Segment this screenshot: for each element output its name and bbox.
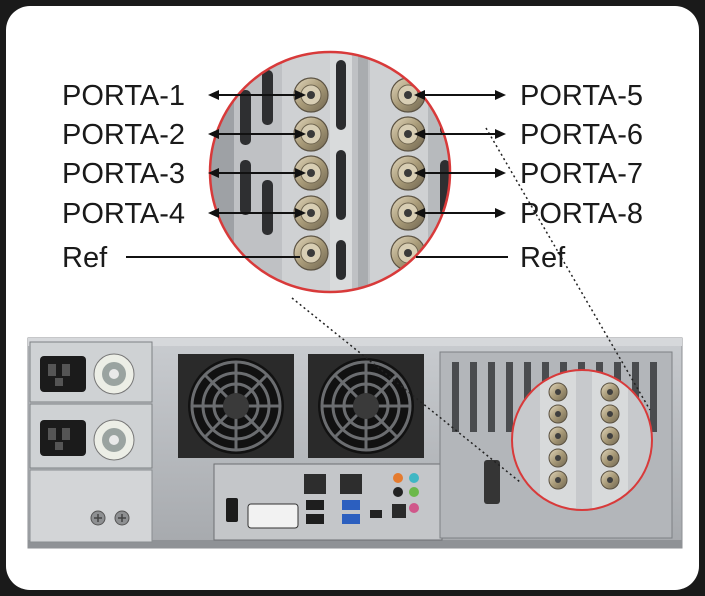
audio-jacks-icon (393, 473, 419, 513)
label-porta-5: PORTA-5 (520, 80, 643, 112)
serial-port-icon (484, 460, 500, 504)
left-port-labels: PORTA-1 PORTA-2 PORTA-3 PORTA-4 Ref (62, 80, 185, 274)
label-ref-right: Ref (520, 242, 566, 274)
usb3-port-icon (342, 500, 360, 510)
dvi-port-icon (247, 503, 299, 529)
usb-port-icon (370, 510, 382, 518)
small-highlight-circle (511, 369, 653, 511)
usb3-port-icon (342, 514, 360, 524)
power-supply-units (29, 341, 153, 543)
usb-port-icon (306, 500, 324, 510)
motherboard-io-panel (213, 463, 443, 541)
optical-port-icon (392, 504, 406, 518)
ethernet-port-icon (340, 474, 362, 494)
port-arrows (126, 90, 508, 258)
label-ref-left: Ref (62, 242, 108, 274)
label-porta-6: PORTA-6 (520, 119, 643, 151)
psu-fan-icon (93, 353, 135, 395)
chassis-fan-icon (178, 354, 294, 458)
bnc-cards-small (512, 370, 652, 510)
hdmi-port-icon (226, 498, 238, 522)
ethernet-port-icon (304, 474, 326, 494)
label-porta-8: PORTA-8 (520, 198, 643, 230)
zoom-guide-lines (291, 127, 651, 483)
usb-port-icon (306, 514, 324, 524)
chassis-fan-icon (308, 354, 424, 458)
label-porta-4: PORTA-4 (62, 198, 185, 230)
power-socket-icon (40, 420, 86, 456)
right-port-labels: PORTA-5 PORTA-6 PORTA-7 PORTA-8 Ref (520, 80, 643, 274)
label-porta-1: PORTA-1 (62, 80, 185, 112)
label-porta-7: PORTA-7 (520, 158, 643, 190)
label-porta-2: PORTA-2 (62, 119, 185, 151)
label-porta-3: PORTA-3 (62, 158, 185, 190)
psu-fan-icon (93, 419, 135, 461)
power-socket-icon (40, 356, 86, 392)
